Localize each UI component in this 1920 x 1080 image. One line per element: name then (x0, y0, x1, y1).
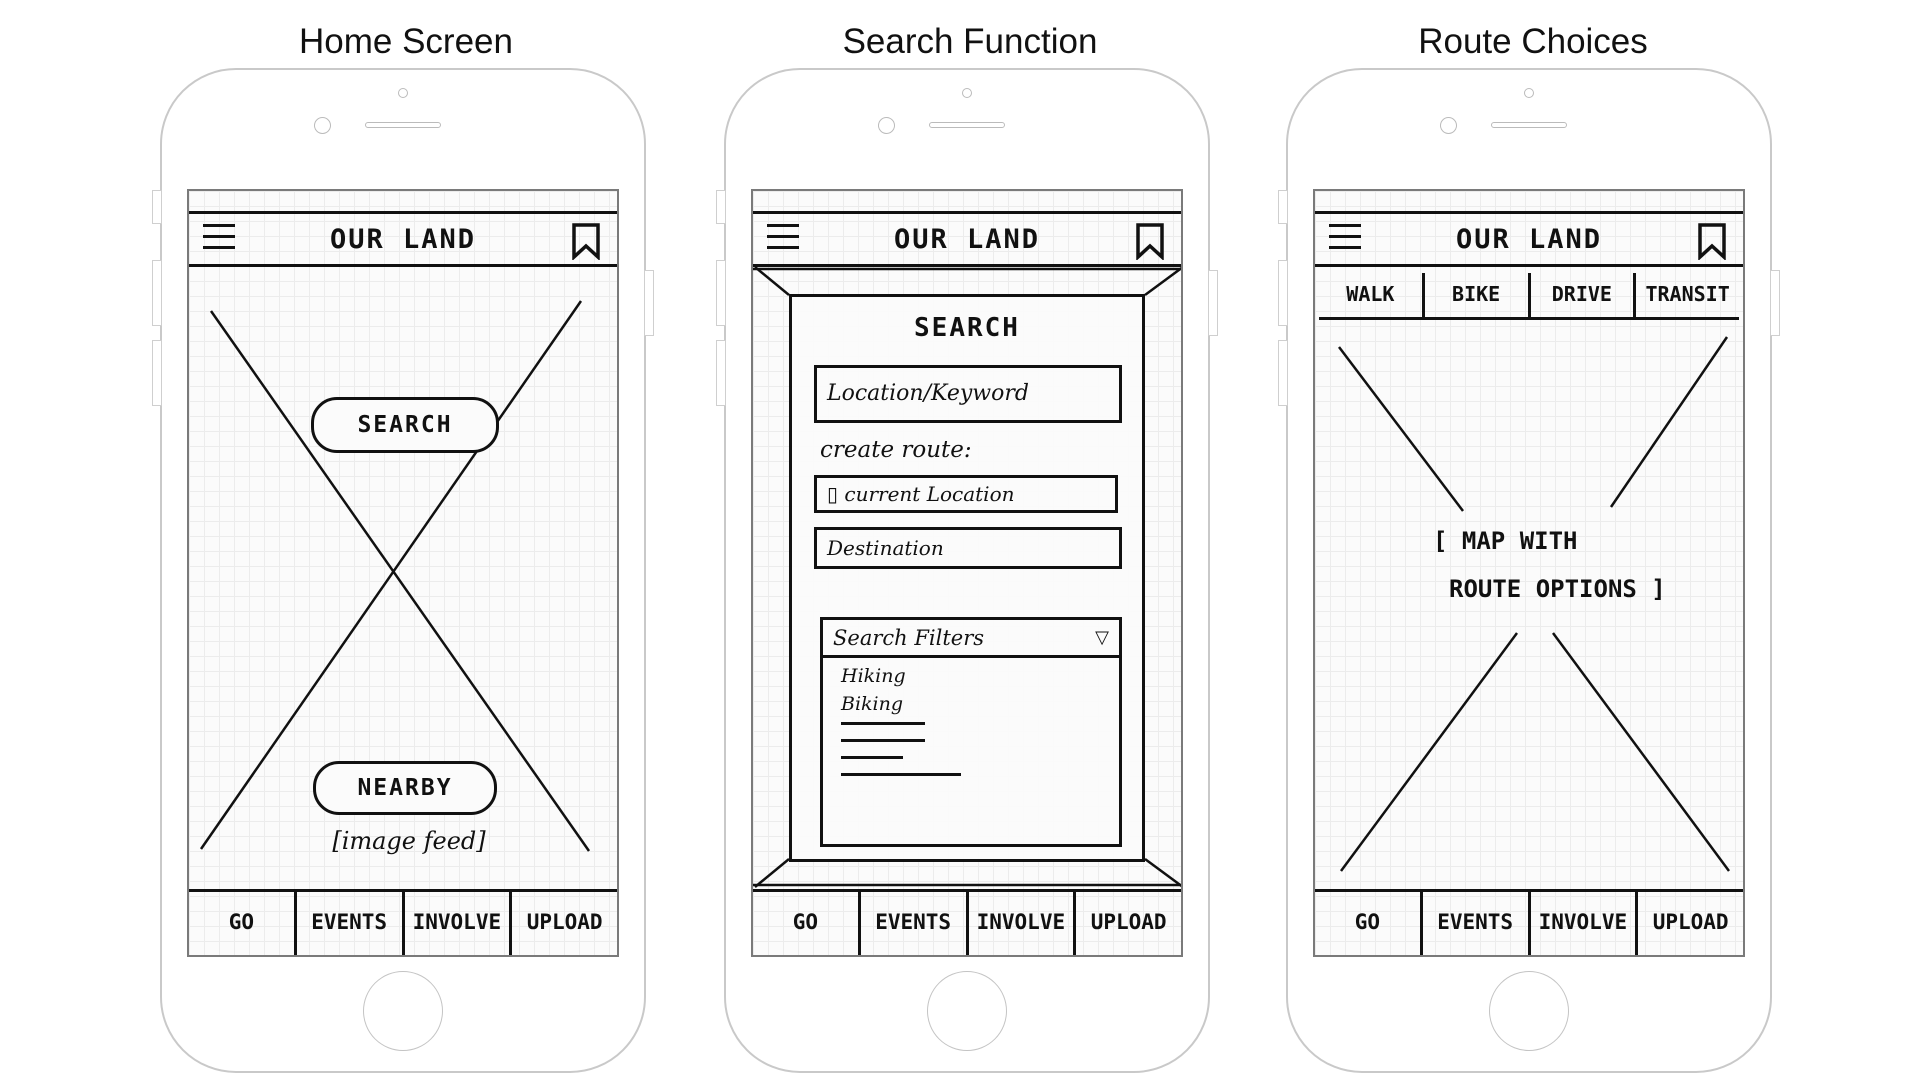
camera-icon (1524, 88, 1534, 98)
phone-side-button (152, 260, 162, 326)
caption-search-function: Search Function (842, 22, 1098, 61)
bookmark-icon[interactable] (1135, 222, 1165, 260)
app-title: OUR LAND (893, 224, 1041, 255)
phone-side-button (716, 260, 726, 326)
modal-title: SEARCH (914, 313, 1020, 343)
tab-bike[interactable]: BIKE (1425, 273, 1531, 317)
nav-upload[interactable]: UPLOAD (1652, 910, 1729, 934)
speaker-grille (929, 122, 1005, 128)
home-screen: OUR LAND SEARCH NEARBY [image feed] GO E… (187, 189, 619, 957)
phone-side-button (1278, 190, 1288, 224)
phone-side-button (1770, 270, 1780, 336)
menu-icon[interactable] (1329, 224, 1361, 254)
nav-involve[interactable]: INVOLVE (405, 892, 513, 955)
image-placeholder-cross (199, 300, 591, 852)
app-title: OUR LAND (1455, 224, 1603, 255)
speaker-grille (1491, 122, 1567, 128)
nav-events[interactable]: EVENTS (1423, 892, 1531, 955)
placeholder-line (841, 773, 961, 776)
map-label-line-2: ROUTE OPTIONS ] (1449, 575, 1666, 603)
phone-side-button (152, 340, 162, 406)
phone-side-button (716, 190, 726, 224)
nav-go[interactable]: GO (753, 892, 861, 955)
nav-go[interactable]: GO (1315, 892, 1423, 955)
caret-down-icon[interactable]: ▽ (1095, 627, 1109, 648)
sensor-icon (1440, 117, 1457, 134)
app-title: OUR LAND (329, 224, 477, 255)
caption-route-choices: Route Choices (1418, 22, 1648, 61)
phone-side-button (1278, 340, 1288, 406)
camera-icon (962, 88, 972, 98)
phone-side-button (1278, 260, 1288, 326)
nav-events[interactable]: EVENTS (861, 892, 969, 955)
current-location-input[interactable]: ▯ current Location (814, 475, 1118, 513)
bookmark-icon[interactable] (1697, 222, 1727, 260)
camera-icon (398, 88, 408, 98)
tab-drive[interactable]: DRIVE (1531, 273, 1637, 317)
location-keyword-input[interactable]: Location/Keyword (814, 365, 1122, 423)
app-header: OUR LAND (1315, 211, 1743, 267)
search-modal: SEARCH Location/Keyword create route: ▯ … (789, 294, 1145, 862)
tab-walk[interactable]: WALK (1319, 273, 1425, 317)
search-filters-header[interactable]: Search Filters ▽ (823, 620, 1119, 658)
placeholder-line (841, 756, 903, 759)
create-route-label: create route: (820, 437, 972, 463)
filter-option-biking[interactable]: Biking (841, 693, 904, 715)
home-button[interactable] (927, 971, 1007, 1051)
phone-home-screen: OUR LAND SEARCH NEARBY [image feed] GO E… (152, 68, 654, 1073)
phone-route-choices: OUR LAND WALK BIKE DRIVE TRANSIT [ MAP W… (1278, 68, 1780, 1073)
placeholder-line (841, 722, 925, 725)
nav-involve[interactable]: INVOLVE (969, 892, 1077, 955)
search-button[interactable]: SEARCH (311, 397, 499, 453)
search-filters-label: Search Filters (833, 626, 985, 650)
tab-transit[interactable]: TRANSIT (1645, 282, 1730, 306)
bottom-nav: GO EVENTS INVOLVE UPLOAD (189, 889, 617, 955)
transport-mode-tabs: WALK BIKE DRIVE TRANSIT (1319, 273, 1739, 320)
search-screen: OUR LAND SEARCH Location/Keyword create … (751, 189, 1183, 957)
nav-upload[interactable]: UPLOAD (526, 910, 603, 934)
nearby-button[interactable]: NEARBY (313, 761, 497, 815)
nav-events[interactable]: EVENTS (297, 892, 405, 955)
caption-home-screen: Home Screen (299, 22, 513, 61)
destination-input[interactable]: Destination (814, 527, 1122, 569)
modal-corner-lines (753, 266, 1181, 888)
app-header: OUR LAND (753, 211, 1181, 267)
menu-icon[interactable] (203, 224, 235, 254)
phone-side-button (716, 340, 726, 406)
map-label-line-1: [ MAP WITH (1433, 527, 1578, 555)
bottom-nav: GO EVENTS INVOLVE UPLOAD (1315, 889, 1743, 955)
map-placeholder-cross (1338, 336, 1731, 872)
phone-side-button (1208, 270, 1218, 336)
nav-involve[interactable]: INVOLVE (1531, 892, 1639, 955)
location-pin-icon: ▯ (827, 482, 845, 506)
nav-go[interactable]: GO (189, 892, 297, 955)
speaker-grille (365, 122, 441, 128)
filter-option-hiking[interactable]: Hiking (841, 665, 906, 687)
sensor-icon (878, 117, 895, 134)
bookmark-icon[interactable] (571, 222, 601, 260)
bottom-nav: GO EVENTS INVOLVE UPLOAD (753, 889, 1181, 955)
nav-upload[interactable]: UPLOAD (1090, 910, 1167, 934)
image-feed-label: [image feed] (332, 827, 486, 855)
placeholder-line (841, 739, 925, 742)
menu-icon[interactable] (767, 224, 799, 254)
phone-search-function: OUR LAND SEARCH Location/Keyword create … (716, 68, 1218, 1073)
home-button[interactable] (363, 971, 443, 1051)
route-screen: OUR LAND WALK BIKE DRIVE TRANSIT [ MAP W… (1313, 189, 1745, 957)
phone-side-button (644, 270, 654, 336)
app-header: OUR LAND (189, 211, 617, 267)
current-location-text: current Location (844, 482, 1015, 506)
phone-side-button (152, 190, 162, 224)
sensor-icon (314, 117, 331, 134)
home-button[interactable] (1489, 971, 1569, 1051)
search-filters-dropdown[interactable]: Search Filters ▽ Hiking Biking (820, 617, 1122, 847)
